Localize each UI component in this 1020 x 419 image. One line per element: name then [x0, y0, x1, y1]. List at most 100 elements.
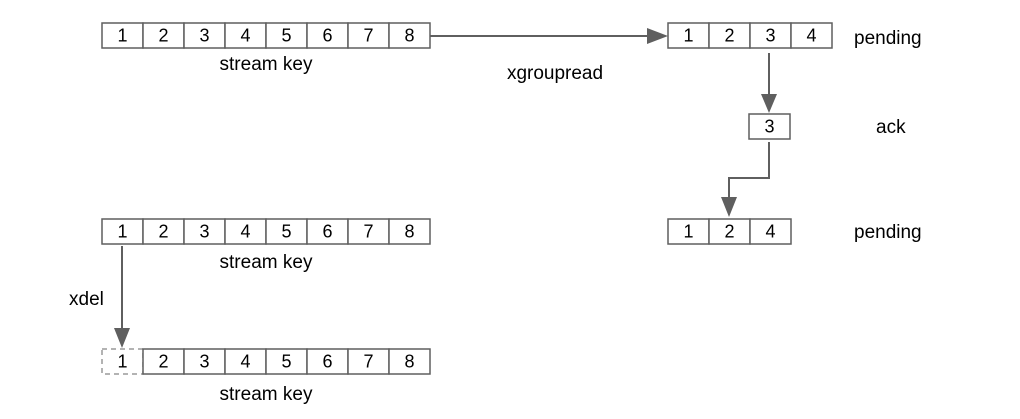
cell-stream-middle-5: 5	[265, 218, 308, 245]
cell-value: 2	[158, 26, 168, 46]
cell-box	[183, 22, 226, 49]
cell-pending-top-2: 2	[708, 22, 751, 49]
pending-to-ack-arrow	[761, 53, 777, 113]
cell-box	[101, 348, 144, 375]
cell-value: 8	[404, 352, 414, 372]
cell-box	[224, 348, 267, 375]
cell-box	[388, 348, 431, 375]
cell-stream-bottom-4: 4	[224, 348, 267, 375]
cell-stream-bottom-6: 6	[306, 348, 349, 375]
cell-value: 2	[724, 222, 734, 242]
cell-value: 3	[765, 26, 775, 46]
cell-stream-middle-7: 7	[347, 218, 390, 245]
stream-key-row-bottom: 1 2 3 4 5 6 7 8	[101, 348, 431, 375]
cell-stream-top-2: 2	[142, 22, 185, 49]
cell-stream-bottom-3: 3	[183, 348, 226, 375]
cell-pending-bottom-1: 1	[667, 218, 710, 245]
cell-value: 4	[240, 26, 250, 46]
pending-label-top: pending	[854, 28, 922, 49]
cell-stream-top-8: 8	[388, 22, 431, 49]
cell-value: 2	[158, 222, 168, 242]
cell-value: 5	[281, 222, 291, 242]
cell-value: 1	[117, 222, 127, 242]
cell-value: 7	[363, 26, 373, 46]
cell-value: 1	[117, 352, 127, 372]
cell-box	[667, 22, 710, 49]
cell-box	[265, 22, 308, 49]
cell-stream-top-3: 3	[183, 22, 226, 49]
cell-stream-bottom-2: 2	[142, 348, 185, 375]
xgroupread-label: xgroupread	[507, 63, 603, 84]
cell-stream-middle-6: 6	[306, 218, 349, 245]
cell-pending-bottom-3: 4	[749, 218, 792, 245]
xgroupread-arrow	[430, 28, 668, 44]
cell-box	[749, 22, 792, 49]
cell-stream-bottom-8: 8	[388, 348, 431, 375]
cell-stream-middle-8: 8	[388, 218, 431, 245]
ack-box: 3	[748, 113, 791, 140]
xdel-arrow	[114, 246, 130, 348]
cell-value: 3	[764, 117, 774, 137]
cell-value: 6	[322, 352, 332, 372]
cell-box	[347, 218, 390, 245]
cell-box	[347, 22, 390, 49]
cell-value: 4	[765, 222, 775, 242]
cell-box	[101, 22, 144, 49]
cell-box	[388, 22, 431, 49]
cell-box	[101, 218, 144, 245]
cell-value: 5	[281, 26, 291, 46]
cell-stream-bottom-7: 7	[347, 348, 390, 375]
cell-value: 7	[363, 352, 373, 372]
cell-pending-top-3: 3	[749, 22, 792, 49]
cell-stream-top-4: 4	[224, 22, 267, 49]
cell-box	[142, 348, 185, 375]
cell-stream-top-7: 7	[347, 22, 390, 49]
cell-value: 4	[806, 26, 816, 46]
cell-stream-top-5: 5	[265, 22, 308, 49]
cell-box	[708, 218, 751, 245]
stream-key-label-middle: stream key	[220, 252, 313, 273]
cell-value: 4	[240, 222, 250, 242]
cell-stream-middle-2: 2	[142, 218, 185, 245]
cell-box	[667, 218, 710, 245]
cell-pending-top-1: 1	[667, 22, 710, 49]
pending-row-top: 1 2 3 4	[667, 22, 833, 49]
cell-stream-top-6: 6	[306, 22, 349, 49]
cell-stream-top-1: 1	[101, 22, 144, 49]
cell-value: 3	[199, 352, 209, 372]
cell-pending-bottom-2: 2	[708, 218, 751, 245]
cell-box	[347, 348, 390, 375]
cell-value: 7	[363, 222, 373, 242]
cell-stream-middle-4: 4	[224, 218, 267, 245]
cell-value: 3	[199, 26, 209, 46]
ack-to-pending-arrow	[721, 142, 770, 217]
ack-label: ack	[876, 117, 906, 138]
cell-stream-middle-1: 1	[101, 218, 144, 245]
cell-value: 4	[240, 352, 250, 372]
cell-value: 3	[199, 222, 209, 242]
cell-box	[306, 218, 349, 245]
cell-pending-top-4: 4	[790, 22, 833, 49]
cell-value: 6	[322, 222, 332, 242]
stream-key-label-top: stream key	[220, 54, 313, 75]
cell-box	[142, 22, 185, 49]
stream-key-label-bottom: stream key	[220, 384, 313, 405]
cell-value: 8	[404, 26, 414, 46]
cell-box	[224, 218, 267, 245]
cell-ack-box-1: 3	[748, 113, 791, 140]
cell-value: 1	[117, 26, 127, 46]
cell-box	[748, 113, 791, 140]
cell-value: 5	[281, 352, 291, 372]
pending-label-bottom: pending	[854, 222, 922, 243]
cell-value: 1	[683, 26, 693, 46]
xdel-label: xdel	[69, 289, 104, 310]
cell-value: 2	[724, 26, 734, 46]
stream-key-row-middle: 1 2 3 4 5 6 7 8	[101, 218, 431, 245]
cell-box	[749, 218, 792, 245]
cell-value: 2	[158, 352, 168, 372]
cell-value: 8	[404, 222, 414, 242]
cell-box	[790, 22, 833, 49]
